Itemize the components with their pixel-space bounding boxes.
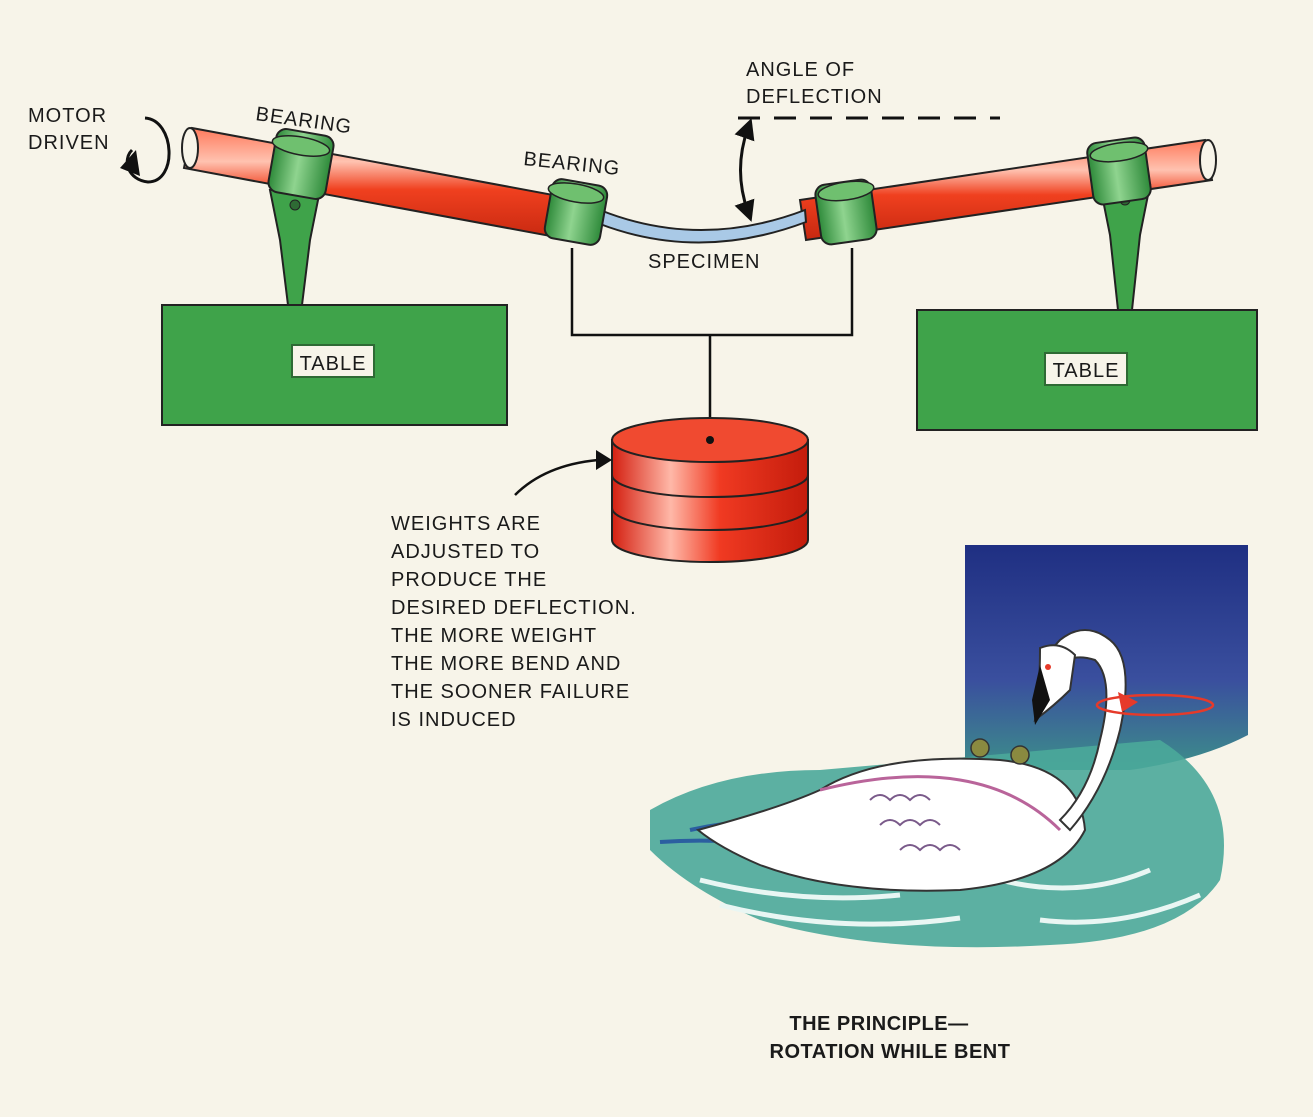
curved-pointer-arrow-icon [514, 450, 612, 496]
specimen-label: SPECIMEN [648, 251, 760, 273]
note-line: PRODUCE THE [391, 569, 547, 591]
weights-note: WEIGHTS ARE ADJUSTED TO PRODUCE THE DESI… [391, 513, 637, 731]
deflection-double-arrow-icon [734, 118, 755, 222]
table-left: TABLE [161, 304, 508, 426]
note-line: THE SOONER FAILURE [391, 681, 630, 703]
table-left-label: TABLE [300, 353, 367, 375]
caption-line2: ROTATION WHILE BENT [770, 1041, 1011, 1063]
weight-stack [611, 417, 809, 563]
left-pedestal [268, 189, 322, 306]
specimen-bar [599, 208, 808, 244]
motor-label-line1: MOTOR [28, 105, 107, 127]
note-line: WEIGHTS ARE [391, 513, 541, 535]
angle-label-line1: ANGLE OF [746, 59, 855, 81]
bearing-left-outer [267, 128, 335, 200]
caption-line1: THE PRINCIPLE— [789, 1013, 968, 1035]
note-line: ADJUSTED TO [391, 541, 540, 563]
bearing-right-outer [1086, 136, 1152, 206]
bearing-center-label: BEARING [522, 148, 621, 180]
left-shaft [181, 126, 582, 242]
note-line: THE MORE BEND AND [391, 653, 621, 675]
motor-label-line2: DRIVEN [28, 132, 110, 154]
swan-illustration [650, 545, 1248, 948]
bearing-center-right [814, 178, 878, 246]
table-right: TABLE [916, 309, 1258, 431]
angle-label-line2: DEFLECTION [746, 86, 883, 108]
note-line: IS INDUCED [391, 709, 517, 731]
rotation-arrow-icon [120, 116, 171, 184]
table-right-label: TABLE [1053, 360, 1120, 382]
load-frame [570, 248, 854, 440]
bearing-center-left [543, 178, 609, 246]
note-line: DESIRED DEFLECTION. [391, 597, 637, 619]
note-line: THE MORE WEIGHT [391, 625, 597, 647]
